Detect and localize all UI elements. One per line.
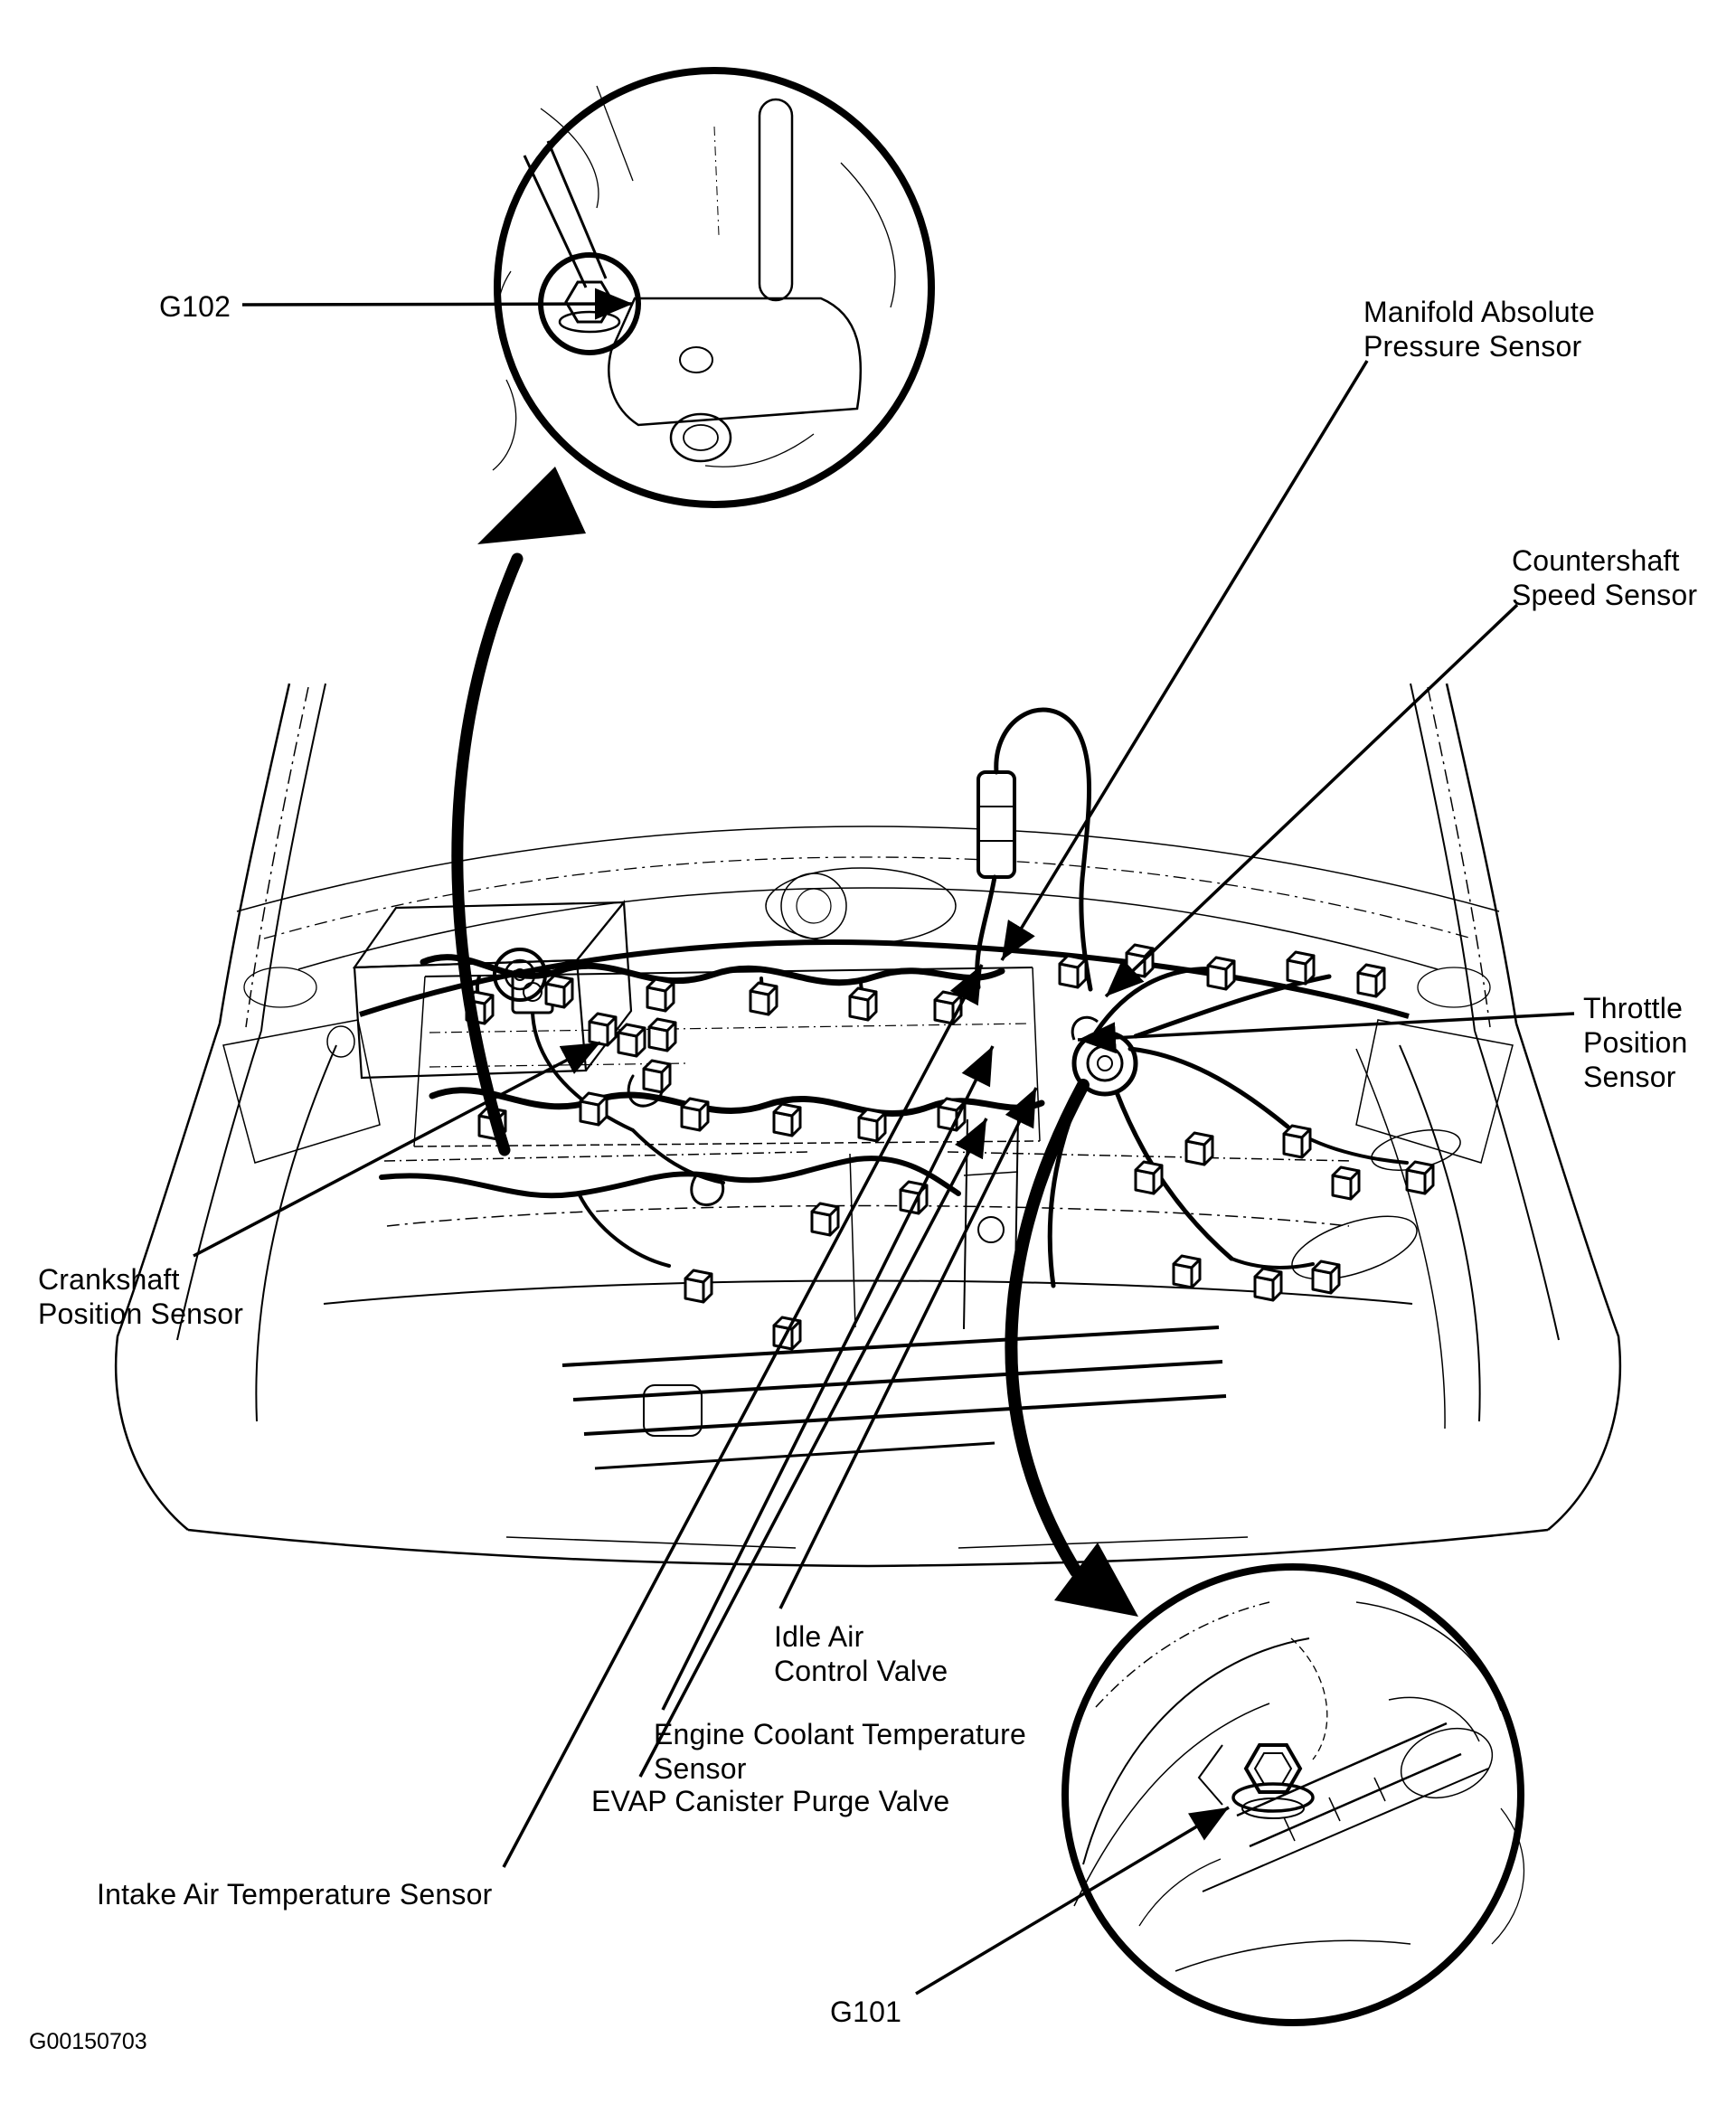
- label-line: Sensor: [1583, 1061, 1676, 1093]
- manifold-absolute-pressure-sensor-label: Manifold Absolute Pressure Sensor: [1363, 295, 1595, 363]
- label-line: Control Valve: [774, 1655, 948, 1687]
- label-line: Manifold Absolute: [1363, 296, 1596, 328]
- evap-canister-purge-valve-label: EVAP Canister Purge Valve: [591, 1785, 950, 1817]
- coolant-leader-line: [661, 1045, 995, 1711]
- idle-air-leader-line: [778, 1087, 1038, 1609]
- throttle-leader-line: [1077, 1012, 1575, 1054]
- figure-id-code: G00150703: [29, 2029, 147, 2054]
- label-line: Crankshaft: [38, 1263, 180, 1296]
- g101-label: G101: [830, 1996, 902, 2028]
- countershaft-leader-line: [1104, 603, 1519, 998]
- g102-detail-circle: [492, 67, 935, 508]
- crankshaft-leader-line: [193, 1041, 601, 1258]
- map-sensor-leader-line: [1000, 360, 1369, 961]
- evap-leader-line: [638, 1118, 988, 1778]
- engine-coolant-temperature-sensor-label: Engine Coolant Temperature Sensor: [654, 1717, 1026, 1786]
- label-line: Speed Sensor: [1512, 579, 1698, 611]
- leader-lines: [193, 288, 1575, 1996]
- g102-zoom-arrow: [451, 467, 586, 1156]
- label-line: Sensor: [654, 1752, 747, 1785]
- idle-air-control-valve-label: Idle Air Control Valve: [774, 1619, 948, 1688]
- g101-ground-bolt: [1231, 1743, 1315, 1819]
- wiring-harness: [379, 707, 1409, 1288]
- label-line: Throttle: [1583, 992, 1684, 1024]
- intake-air-temperature-sensor-label: Intake Air Temperature Sensor: [97, 1878, 493, 1911]
- g102-label: G102: [159, 290, 231, 323]
- label-line: Countershaft: [1512, 544, 1680, 577]
- label-line: Position: [1583, 1026, 1688, 1059]
- harness-connectors: [465, 943, 1435, 1351]
- g101-detail-circle: [1061, 1563, 1525, 2026]
- label-line: Pressure Sensor: [1363, 330, 1582, 363]
- countershaft-speed-sensor-label: Countershaft Speed Sensor: [1512, 543, 1697, 612]
- intake-air-leader-line: [502, 964, 984, 1868]
- label-line: Engine Coolant Temperature: [654, 1718, 1026, 1750]
- label-line: Position Sensor: [38, 1297, 244, 1330]
- g101-leader-line: [915, 1806, 1230, 1996]
- throttle-position-sensor-label: Throttle Position Sensor: [1583, 991, 1687, 1094]
- label-line: Idle Air: [774, 1620, 864, 1653]
- g101-zoom-arrow: [1005, 1079, 1138, 1617]
- crankshaft-position-sensor-label: Crankshaft Position Sensor: [38, 1262, 243, 1331]
- g102-leader-line: [241, 288, 634, 320]
